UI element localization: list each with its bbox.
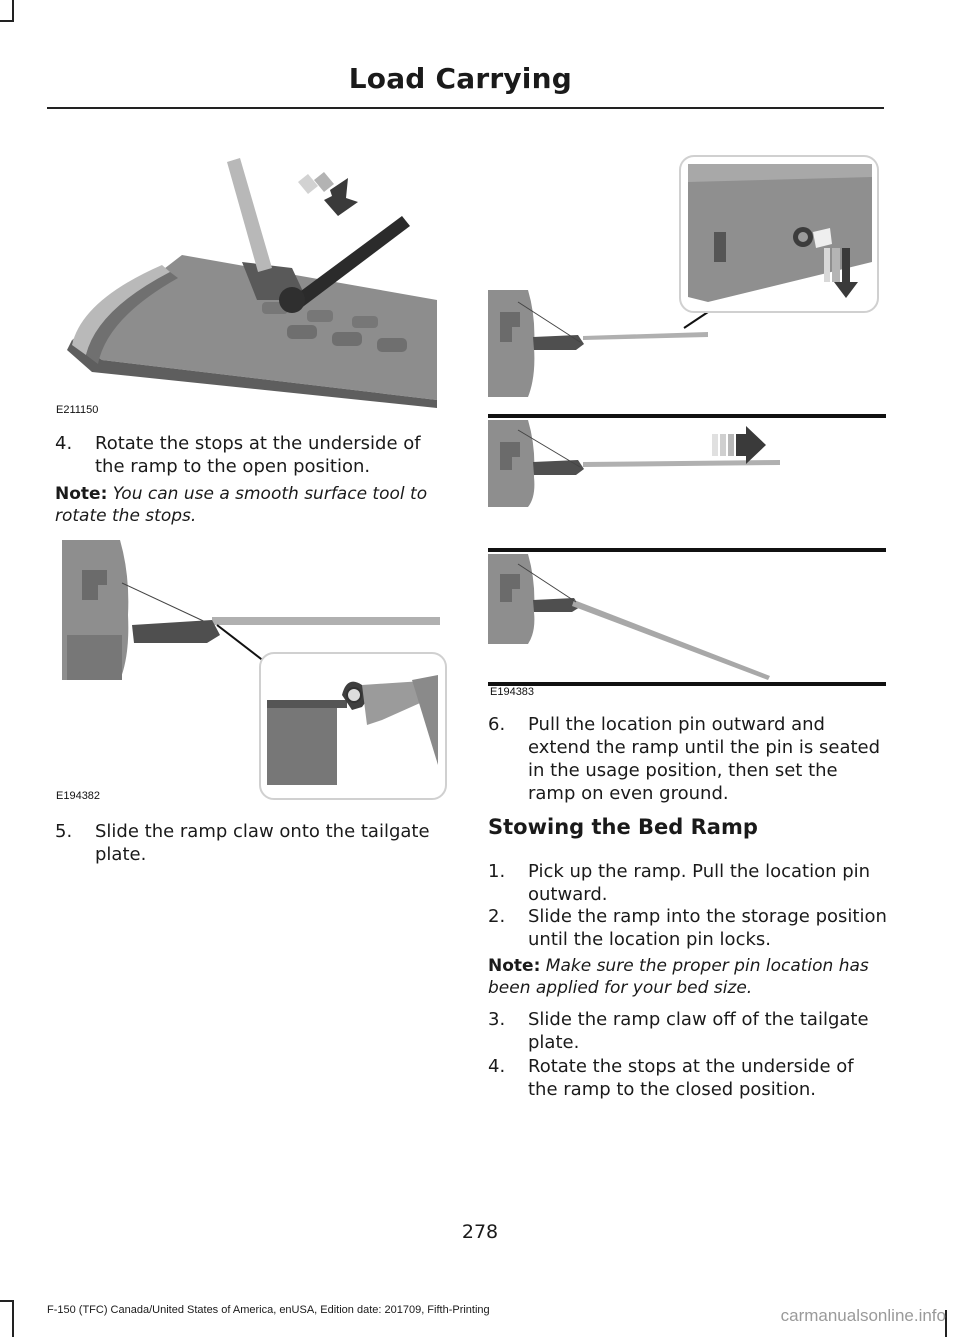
step-number: 4. (488, 1056, 506, 1077)
step-text: Slide the ramp into the storage position… (528, 906, 887, 950)
step-number: 6. (488, 714, 506, 735)
section-heading-stowing: Stowing the Bed Ramp (488, 815, 758, 839)
header-rule (47, 107, 884, 109)
step-number: 2. (488, 906, 506, 927)
footer-edition: F-150 (TFC) Canada/United States of Amer… (47, 1304, 490, 1316)
note-text: You can use a smooth surface tool to rot… (55, 484, 428, 526)
step-text: Slide the ramp claw off of the tailgate … (528, 1009, 869, 1053)
step-5-slide-claw: 5. Slide the ramp claw onto the tailgate… (55, 820, 450, 866)
step-number: 5. (55, 821, 73, 842)
figure-extend-ramp: E194383 (488, 152, 886, 700)
crop-mark-top-left-v (12, 0, 14, 22)
step-number: 1. (488, 861, 506, 882)
figure-ramp-claw: E194382 (56, 535, 450, 803)
crop-mark-bottom-left-v (12, 1300, 14, 1337)
figure-code: E211150 (56, 404, 99, 416)
step-6-extend: 6. Pull the location pin outward and ext… (488, 713, 888, 805)
step-text: Pick up the ramp. Pull the location pin … (528, 861, 871, 905)
step-text: Rotate the stops at the underside of the… (528, 1056, 854, 1100)
crop-mark-top-left-h (0, 20, 14, 22)
note-pin-location: Note: Make sure the proper pin location … (488, 955, 888, 999)
stow-step-3: 3. Slide the ramp claw off of the tailga… (488, 1008, 888, 1054)
watermark: carmanualsonline.info (780, 1306, 946, 1325)
step-text: Slide the ramp claw onto the tailgate pl… (95, 821, 430, 865)
stow-step-2: 2. Slide the ramp into the storage posit… (488, 905, 888, 951)
step-text: Pull the location pin outward and extend… (528, 714, 881, 804)
step-number: 4. (55, 433, 73, 454)
note-text: Make sure the proper pin location has be… (488, 956, 869, 998)
crop-mark-bottom-left-h (0, 1300, 14, 1302)
step-number: 3. (488, 1009, 506, 1030)
stow-step-1: 1. Pick up the ramp. Pull the location p… (488, 860, 888, 906)
page-number: 278 (461, 1221, 499, 1243)
crop-mark-bottom-right-v (945, 1310, 947, 1337)
note-smooth-tool: Note: You can use a smooth surface tool … (55, 483, 450, 527)
figure-rotate-stops: E211150 (56, 150, 442, 416)
figure-code: E194382 (56, 790, 101, 802)
figure-code: E194383 (490, 686, 535, 698)
stow-step-4: 4. Rotate the stops at the underside of … (488, 1055, 888, 1101)
page-title: Load Carrying (348, 62, 572, 95)
note-label: Note: (55, 484, 108, 504)
step-4-open: 4. Rotate the stops at the underside of … (55, 432, 450, 478)
step-text: Rotate the stops at the underside of the… (95, 433, 421, 477)
note-label: Note: (488, 956, 541, 976)
